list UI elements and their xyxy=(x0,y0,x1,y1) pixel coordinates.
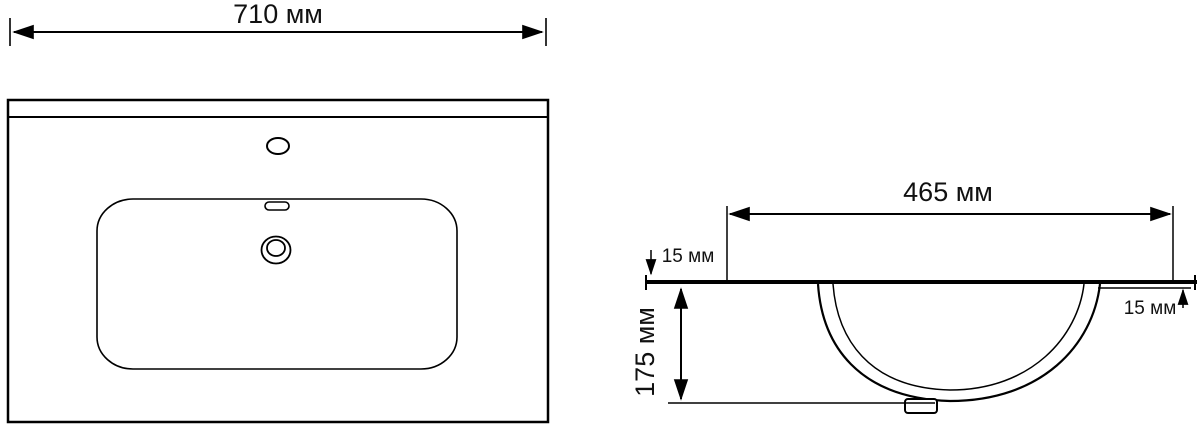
left-lip-dimension: 15 мм xyxy=(645,246,715,276)
depth-label: 175 мм xyxy=(630,307,660,397)
bowl-inner-curve xyxy=(832,283,1085,391)
side-view: 465 мм 15 мм 15 мм xyxy=(630,177,1197,414)
bowl-outer-curve xyxy=(816,283,1102,403)
top-view: 710 мм xyxy=(6,0,550,424)
drain-outer-ring xyxy=(260,235,292,265)
side-view-bowl-width-dimension: 465 мм xyxy=(726,177,1174,280)
bowl-width-label: 465 мм xyxy=(903,177,993,207)
depth-dimension: 175 мм xyxy=(630,287,935,404)
right-lip-label: 15 мм xyxy=(1124,298,1177,319)
top-view-width-label: 710 мм xyxy=(233,0,323,29)
sink-top-outline xyxy=(6,98,550,424)
drain-stub xyxy=(904,398,938,414)
faucet-hole xyxy=(266,137,290,155)
top-view-width-dimension: 710 мм xyxy=(9,0,547,46)
left-lip-label: 15 мм xyxy=(662,246,715,267)
drain-inner-ring xyxy=(266,239,286,257)
drain-hole xyxy=(260,235,292,265)
bowl-section xyxy=(816,283,1102,414)
right-lip-dimension: 15 мм xyxy=(1124,288,1189,319)
overflow-slot xyxy=(264,201,290,211)
basin-outline xyxy=(96,198,458,370)
sink-surface xyxy=(645,275,1197,290)
